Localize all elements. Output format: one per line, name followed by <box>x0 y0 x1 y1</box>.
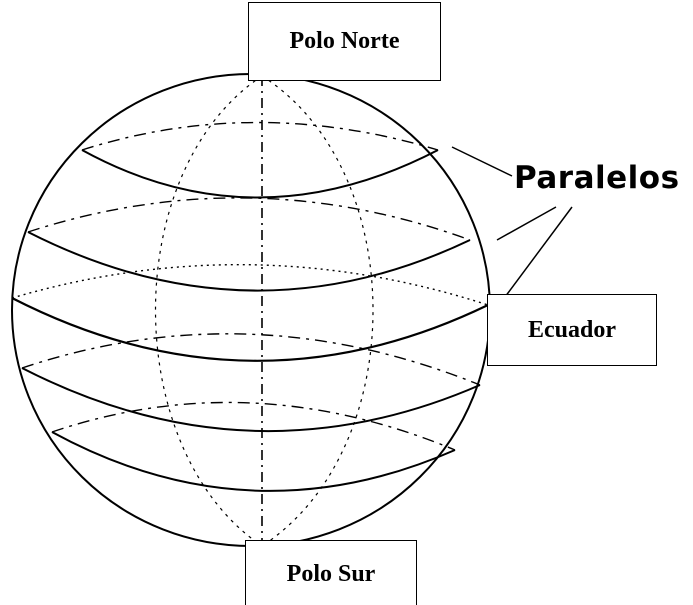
parallel-1-back <box>81 121 439 151</box>
parallel-4-back <box>21 333 481 386</box>
equator-front <box>11 297 489 362</box>
parallel-2-back <box>27 197 471 241</box>
parallel-4-front <box>21 367 481 433</box>
globe-outline <box>11 73 491 547</box>
parallel-2-front <box>27 231 471 292</box>
parallels-label: Paralelos <box>514 160 680 196</box>
meridian-right <box>261 75 374 547</box>
meridian-left <box>155 75 263 547</box>
parallel-1-front <box>81 149 439 199</box>
south-pole-label: Polo Sur <box>245 540 417 605</box>
north-pole-label: Polo Norte <box>248 2 441 81</box>
leader-line-1 <box>451 146 513 177</box>
parallel-5-front <box>51 431 456 492</box>
parallel-5-back <box>51 401 456 451</box>
leader-line-3 <box>504 206 573 298</box>
equator-label: Ecuador <box>487 294 657 366</box>
leader-line-2 <box>496 206 557 241</box>
equator-back <box>11 263 489 306</box>
